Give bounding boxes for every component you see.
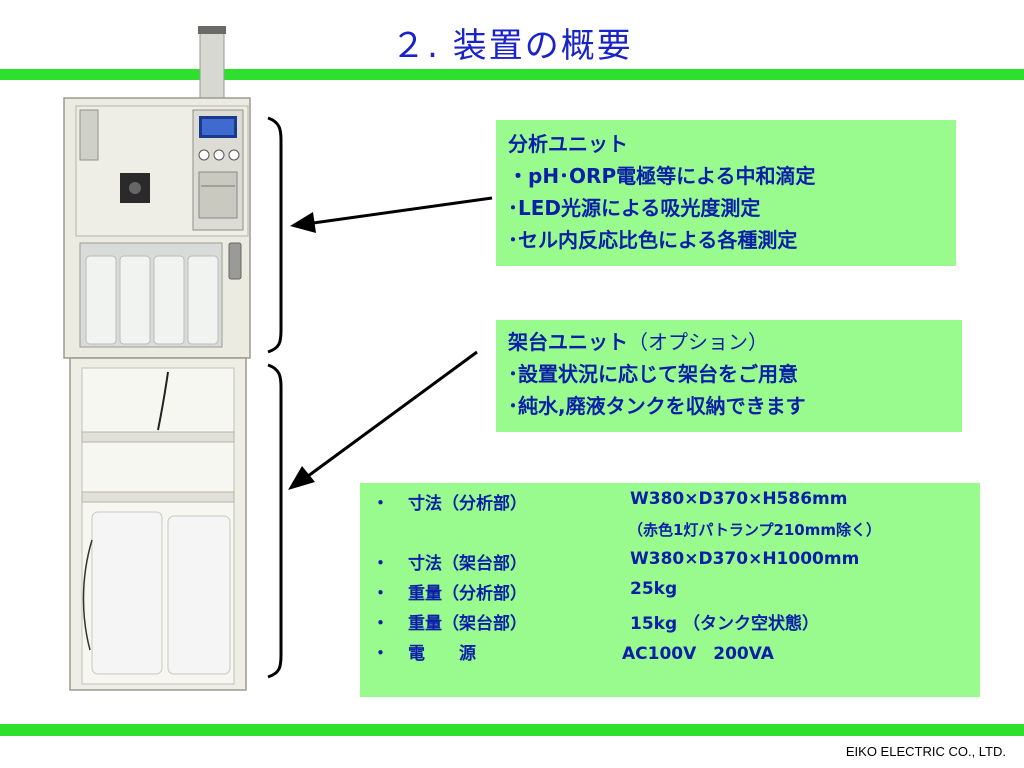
spec-label: 寸法（分析部） [408,494,527,514]
stand-unit-heading-text: 架台ユニット [508,330,628,354]
spec-bullet: ・ [372,614,389,634]
stand-unit-box: 架台ユニット（オプション） ･設置状況に応じて架台をご用意 ･純水,廃液タンクを… [496,320,962,432]
analysis-unit-item: ･LED光源による吸光度測定 [508,196,761,220]
spec-bullet: ・ [372,494,389,514]
spec-value: 25kg [630,579,678,599]
spec-value: W380×D370×H1000mm [630,549,860,569]
analysis-unit-heading: 分析ユニット [508,132,628,156]
page-title: ２. 装置の概要 [391,26,633,66]
specs-box: ・ 寸法（分析部） W380×D370×H586mm （赤色1灯パトランプ210… [360,483,980,697]
spec-label: 電 源 [408,644,476,664]
bottom-divider [0,724,1024,736]
analysis-unit-box: 分析ユニット ・pH･ORP電極等による中和滴定 ･LED光源による吸光度測定 … [496,120,956,266]
spec-value: AC100V 200VA [622,644,774,664]
spec-value: W380×D370×H586mm [630,489,848,509]
stand-unit-item: ･純水,廃液タンクを収納できます [508,394,806,418]
spec-bullet: ・ [372,584,389,604]
spec-bullet: ・ [372,554,389,574]
spec-label: 重量（架台部） [408,614,527,634]
spec-label: 重量（分析部） [408,584,527,604]
spec-value: 15kg （タンク空状態） [630,614,820,634]
stand-unit-heading: 架台ユニット（オプション） [508,326,950,358]
stand-unit-heading-suffix: （オプション） [628,330,768,354]
analysis-unit-item: ・pH･ORP電極等による中和滴定 [508,164,816,188]
company-footer: EIKO ELECTRIC CO., LTD. [845,744,1006,759]
stand-unit-item: ･設置状況に応じて架台をご用意 [508,362,798,386]
top-divider [0,69,1024,80]
spec-note: （赤色1灯パトランプ210mm除く） [628,521,882,539]
spec-bullet: ・ [372,644,389,664]
analysis-unit-item: ･セル内反応比色による各種測定 [508,228,798,252]
spec-label: 寸法（架台部） [408,554,527,574]
